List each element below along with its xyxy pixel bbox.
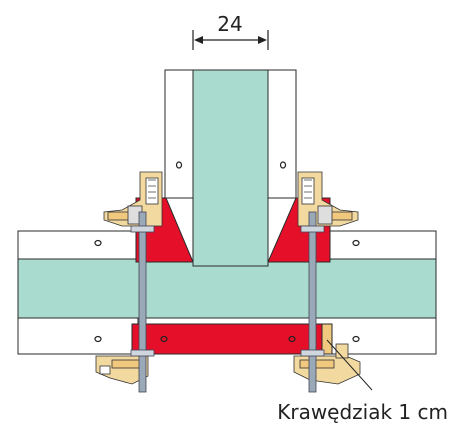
dimension-line [192, 30, 269, 50]
edge-strip-label: Krawędziak 1 cm [277, 400, 448, 423]
clamp-top-left [103, 171, 163, 227]
leader-line [326, 339, 373, 391]
corner-block-left-cut [165, 197, 194, 263]
dimension-label: 24 [217, 12, 242, 36]
threaded-rod-right [300, 211, 325, 393]
vertical-panel-left [164, 69, 194, 199]
bottom-panel-left [17, 317, 139, 355]
hole-icon [175, 161, 183, 169]
horizontal-board [17, 258, 437, 319]
top-panel-left [17, 230, 139, 260]
top-panel-right [311, 230, 437, 260]
corner-block-right-cut [267, 197, 297, 263]
hole-icon [288, 335, 296, 343]
hole-icon [352, 239, 360, 247]
bottom-red-block [131, 323, 323, 355]
hole-icon [352, 335, 360, 343]
bottom-panel-right [311, 317, 437, 355]
hole-icon [279, 161, 287, 169]
hole-icon [94, 335, 102, 343]
vertical-board [192, 69, 269, 267]
threaded-rod-left [130, 211, 155, 393]
hole-icon [94, 239, 102, 247]
edge-strip [321, 323, 333, 355]
vertical-panel-right [267, 69, 297, 199]
hole-icon [160, 335, 168, 343]
